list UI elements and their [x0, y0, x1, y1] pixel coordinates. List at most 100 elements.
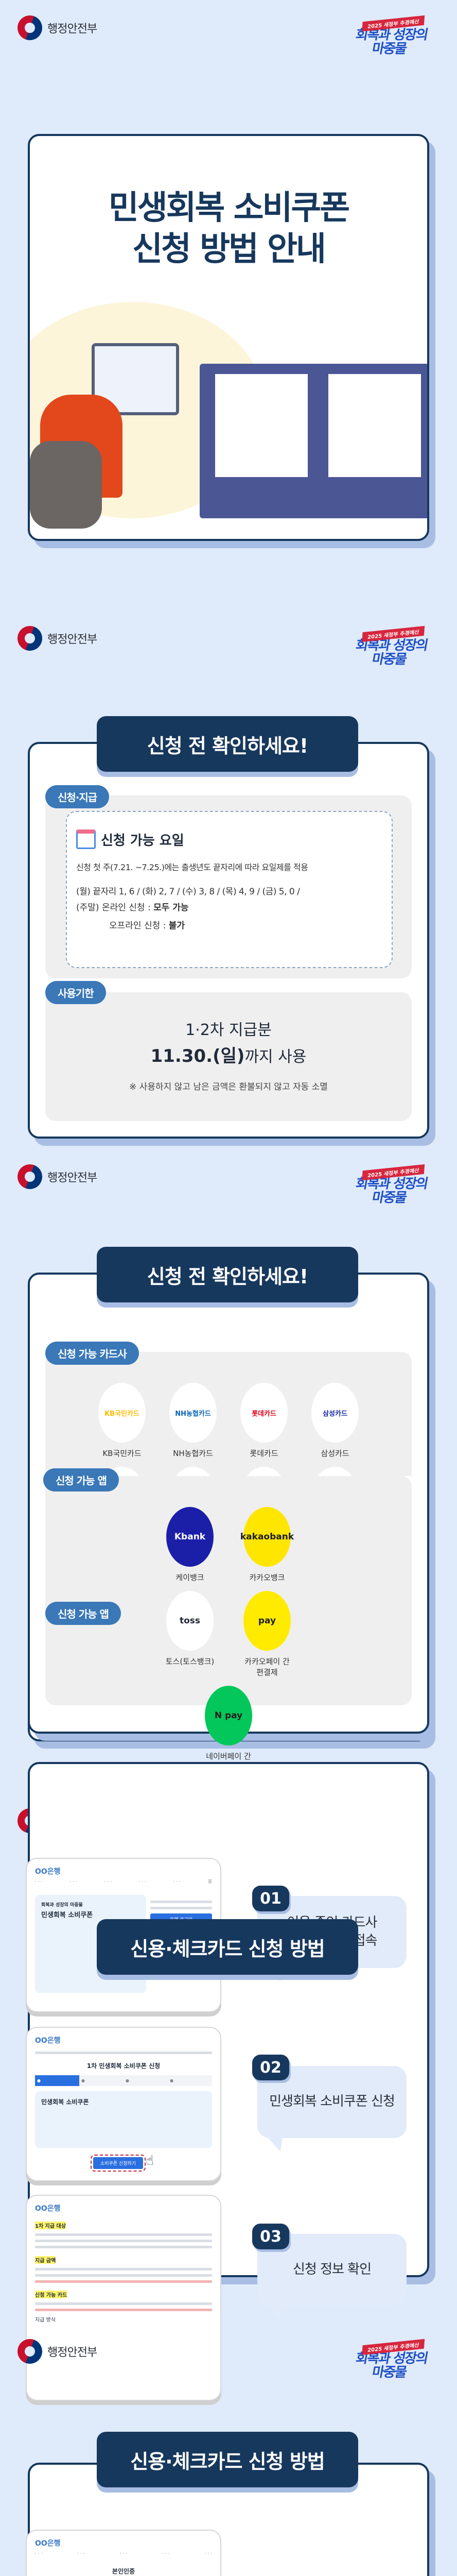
- logo-item: pay 카카오페이 간편결제: [241, 1591, 293, 1677]
- brand-logo-icon: NH농협카드: [169, 1383, 217, 1443]
- brand-logo-icon: pay: [243, 1591, 291, 1651]
- usage-suffix: 까지 사용: [244, 1048, 307, 1066]
- weekend-offline-label: 오프라인 신청 :: [109, 921, 169, 931]
- logo-label: 토스(토스뱅크): [165, 1657, 215, 1666]
- cover-illustration: [30, 302, 427, 539]
- logo-label: NH농협카드: [173, 1449, 213, 1458]
- logo-item: kakaobank 카카오뱅크: [240, 1507, 294, 1583]
- brand-logo-icon: KB국민카드: [98, 1383, 146, 1443]
- mock-section-heading: 1차 지급 대상: [35, 2222, 66, 2229]
- ministry-logo: 행정안전부: [17, 1164, 97, 1189]
- brand-logo-icon: toss: [166, 1591, 214, 1651]
- ministry-name: 행정안전부: [47, 23, 97, 36]
- weekday-box: 신청 가능 요일 신청 첫 주(7.21. ~7.25.)에는 출생년도 끝자리…: [66, 811, 393, 968]
- logo-item: KB국민카드 KB국민카드: [96, 1383, 148, 1459]
- apps-panel: Kbank 케이뱅크 kakaobank 카카오뱅크 toss 토스(토스뱅크) pay 카카…: [45, 1476, 412, 1772]
- section-title: 신청 전 확인하세요!: [97, 716, 358, 772]
- taegeuk-icon: [17, 1164, 42, 1189]
- mock-section-heading: 신청 가능 카드: [35, 2291, 67, 2298]
- providers-card-bottom: Kbank 케이뱅크 kakaobank 카카오뱅크 toss 토스(토스뱅크) pay 카카…: [28, 1476, 429, 1772]
- ministry-logo: 행정안전부: [17, 2339, 97, 2364]
- mock-section-heading: 지급 방식: [35, 2317, 56, 2323]
- apps-pill: 신청 가능 앱: [45, 1602, 121, 1625]
- slogan-line1: 회복과 성장의: [354, 1176, 429, 1192]
- mock-hero-small: 회복과 성장의 마중물: [41, 1903, 83, 1908]
- weekend-online-label: (주말) 온라인 신청 :: [76, 903, 154, 913]
- taegeuk-icon: [17, 626, 42, 651]
- weekday-rule: (월) 끝자리 1, 6 / (화) 2, 7 / (수) 3, 8 / (목)…: [76, 887, 300, 897]
- brand-logo-icon: 롯데카드: [240, 1383, 288, 1443]
- mock-section-heading: 지급 금액: [35, 2256, 56, 2264]
- online-steps-b-page: 행정안전부 2025 새정부 추경예산 회복과 성장의 마중물 신용·체크카드 …: [0, 2287, 457, 2576]
- brand-logo-icon: N pay: [205, 1686, 252, 1745]
- mock-hero-title: 민생회복 소비쿠폰: [41, 2098, 89, 2106]
- logo-label: 카카오페이 간편결제: [244, 1657, 290, 1677]
- mock-apply-info: OO은행 1차 지급 대상 지급 금액 신청 가능 카드 지급 방식: [26, 2195, 221, 2401]
- section-title: 신용·체크카드 신청 방법: [97, 2432, 358, 2487]
- usage-note: ※ 사용하지 않고 남은 금액은 환불되지 않고 자동 소멸: [129, 1082, 328, 1092]
- mock-apply-button: 소비쿠폰 신청하기: [90, 2155, 146, 2172]
- step-number: 03: [252, 2224, 289, 2249]
- section-title: 신용·체크카드 신청 방법: [97, 1919, 358, 1975]
- mock-brand: OO은행: [35, 2205, 61, 2213]
- slogan-line1: 회복과 성장의: [354, 27, 429, 43]
- taegeuk-icon: [17, 15, 42, 40]
- logo-label: KB국민카드: [102, 1449, 142, 1458]
- cover-title-line1: 민생회복 소비쿠폰: [108, 189, 350, 227]
- app-logo-grid: Kbank 케이뱅크 kakaobank 카카오뱅크 toss 토스(토스뱅크) pay 카카…: [45, 1507, 412, 1772]
- usage-date: 11.30.(일): [150, 1046, 245, 1066]
- logo-item: toss 토스(토스뱅크): [164, 1591, 216, 1677]
- ministry-name: 행정안전부: [47, 1172, 97, 1184]
- apply-pill: 신청·지급: [45, 785, 110, 808]
- logo-label: 케이뱅크: [175, 1573, 204, 1582]
- slogan-badge: 2025 새정부 추경예산 회복과 성장의 마중물: [336, 2338, 446, 2381]
- cards-pill: 신청 가능 카드사: [45, 1342, 139, 1365]
- mock-brand: OO은행: [35, 2539, 61, 2548]
- usage-line1: 1·2차 지급분: [185, 1021, 272, 1039]
- slogan-badge: 2025 새정부 추경예산 회복과 성장의 마중물: [336, 15, 446, 57]
- logo-item: Kbank 케이뱅크: [164, 1507, 216, 1583]
- cover-page: 행정안전부 2025 새정부 추경예산 회복과 성장의 마중물 민생회복 소비쿠…: [0, 0, 457, 559]
- brand-logo-icon: Kbank: [166, 1507, 214, 1567]
- usage-panel: 1·2차 지급분 11.30.(일)까지 사용 ※ 사용하지 않고 남은 금액은…: [45, 992, 412, 1121]
- usage-pill: 사용기한: [45, 981, 106, 1004]
- slogan-line2: 마중물: [371, 1190, 408, 1206]
- steps-a-content: OO은행 · · ·· · ·· · ·· · ·· · ·☰ 회복과 성장의 …: [0, 1762, 457, 2401]
- slogan-badge: 2025 새정부 추경예산 회복과 성장의 마중물: [336, 625, 446, 667]
- pointer-hand-icon: ☝: [146, 2153, 154, 2168]
- mock-heading: 본인인증: [112, 2568, 135, 2575]
- cover-title-line2: 신청 방법 안내: [132, 230, 326, 268]
- cover-card: 민생회복 소비쿠폰 신청 방법 안내: [28, 134, 429, 541]
- step-number: 01: [252, 1886, 289, 1911]
- apps-pill: 신청 가능 앱: [43, 1468, 119, 1492]
- mock-brand: OO은행: [35, 2037, 61, 2045]
- logo-label: 롯데카드: [250, 1449, 278, 1458]
- logo-label: 카카오뱅크: [249, 1573, 285, 1582]
- slogan-line2: 마중물: [371, 2365, 408, 2381]
- logo-label: 삼성카드: [321, 1449, 349, 1458]
- mock-coupon-apply: OO은행 1차 민생회복 소비쿠폰 신청 ●●●● 민생회복 소비쿠폰 소비쿠폰…: [26, 2027, 221, 2181]
- slogan-line1: 회복과 성장의: [354, 638, 429, 653]
- logo-item: NH농협카드 NH농협카드: [167, 1383, 219, 1459]
- calendar-icon: [76, 829, 96, 849]
- ministry-name: 행정안전부: [47, 633, 97, 646]
- apps-region: Kbank 케이뱅크 kakaobank 카카오뱅크 toss 토스(토스뱅크) pay 카카…: [0, 1468, 457, 1772]
- ministry-logo: 행정안전부: [17, 15, 97, 40]
- slogan-badge: 2025 새정부 추경예산 회복과 성장의 마중물: [336, 1164, 446, 1206]
- mock-hero-title: 민생회복 소비쿠폰: [41, 1911, 93, 1919]
- schedule-card: 신청·지급 1차 7.21.(월) ~ 9.12.(금) 2차 9.22.(금)…: [28, 742, 429, 1139]
- taegeuk-icon: [17, 2339, 42, 2364]
- schedule-page: 행정안전부 2025 새정부 추경예산 회복과 성장의 마중물 신청 전 확인하…: [0, 559, 457, 1149]
- weekday-desc: 신청 첫 주(7.21. ~7.25.)에는 출생년도 끝자리에 따라 요일제를…: [76, 862, 308, 872]
- mock-heading: 1차 민생회복 소비쿠폰 신청: [86, 2062, 161, 2070]
- weekday-title: 신청 가능 요일: [101, 833, 184, 849]
- section-title: 신청 전 확인하세요!: [97, 1247, 358, 1302]
- weekend-online-value: 모두 가능: [153, 903, 189, 913]
- ministry-name: 행정안전부: [47, 2346, 97, 2359]
- brand-logo-icon: kakaobank: [240, 1507, 294, 1567]
- mock-identity: OO은행 · · ·· · ·· · ·· · ·· · · 본인인증 신청 정…: [26, 2530, 221, 2576]
- slogan-line2: 마중물: [371, 41, 408, 57]
